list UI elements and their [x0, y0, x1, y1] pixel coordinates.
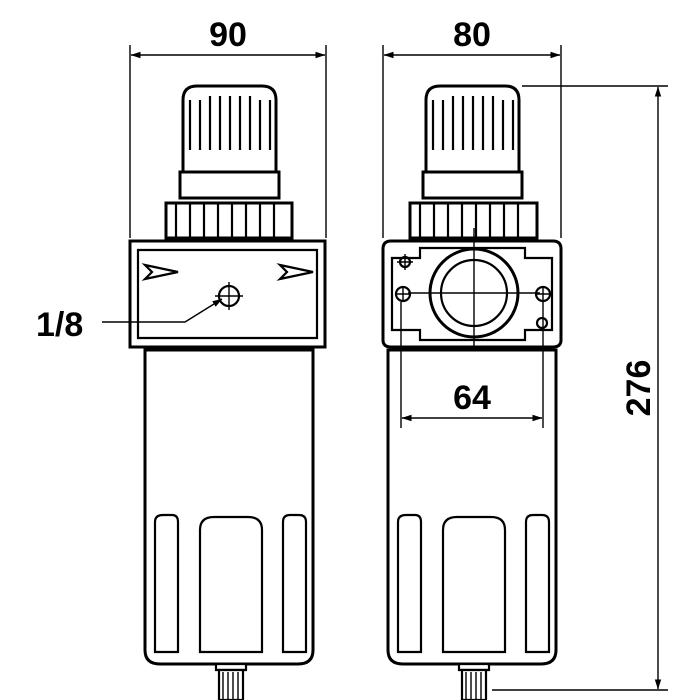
side-ring-nut — [408, 201, 539, 240]
front-ring-nut — [164, 201, 294, 240]
dimension-front-width: 90 — [129, 16, 327, 238]
dimension-label-64: 64 — [453, 379, 491, 417]
dimension-label-80: 80 — [453, 16, 491, 54]
side-knob — [421, 84, 524, 200]
front-drain — [214, 662, 248, 700]
front-body — [128, 239, 327, 349]
port-thread-label: 1/8 — [36, 306, 83, 344]
port-thread-callout: 1/8 — [36, 298, 223, 344]
side-drain — [457, 662, 491, 700]
side-bowl — [386, 348, 558, 666]
dimension-total-height: 276 — [492, 85, 668, 691]
dimension-side-width: 80 — [382, 16, 562, 238]
dimension-port-spacing: 64 — [400, 302, 544, 428]
front-bowl — [143, 348, 315, 666]
front-knob — [178, 84, 281, 200]
side-view — [381, 84, 563, 700]
dimension-label-276: 276 — [620, 360, 658, 417]
front-view — [128, 84, 327, 700]
side-body — [381, 228, 563, 360]
dimension-label-90: 90 — [209, 16, 247, 54]
